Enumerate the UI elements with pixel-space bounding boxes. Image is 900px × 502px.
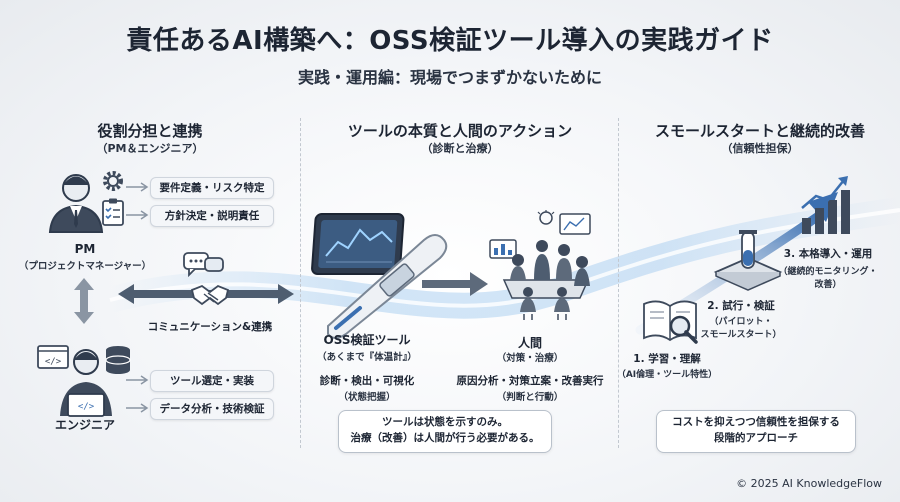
- essence-note-line1: ツールは状態を示すのみ。: [382, 416, 508, 428]
- step1-label: 1. 学習・理解: [633, 353, 701, 365]
- chat-bubbles-icon: [183, 252, 224, 278]
- gear-icon: [103, 171, 123, 191]
- oss-tool-sublabel: （あくまで『体温計』）: [317, 352, 417, 363]
- steps-note-line2: 段階的アプローチ: [714, 432, 798, 444]
- essence-title: ツールの本質と人間のアクション: [347, 122, 573, 140]
- step3-sub2: 改善）: [814, 280, 842, 290]
- human-description-sub: （判断と行動）: [496, 392, 564, 403]
- thermometer-icon: [327, 234, 448, 339]
- svg-text:</>: </>: [78, 402, 95, 412]
- process-arrow-icon: [422, 272, 488, 296]
- oss-tool-description: 診断・検出・可視化: [319, 375, 415, 387]
- step1-sub: （AI倫理・ツール特性）: [616, 370, 718, 380]
- handshake-icon: [190, 284, 230, 306]
- footer-copyright: © 2025 AI KnowledgeFlow: [736, 477, 882, 490]
- divider-right: [618, 118, 619, 448]
- steps-subtitle: （信頼性担保）: [721, 142, 799, 155]
- oss-tool-description-sub: （状態把握）: [338, 392, 396, 403]
- checklist-icon: [102, 198, 124, 226]
- human-description: 原因分析・対策立案・改善実行: [456, 375, 604, 387]
- steps-note-line1: コストを抑えつつ信頼性を担保する: [672, 416, 840, 428]
- step2-sub1: （パイロット・: [709, 317, 773, 327]
- roles-subtitle: （PM＆エンジニア）: [96, 142, 204, 155]
- pm-sublabel: （プロジェクトマネージャー）: [18, 261, 152, 272]
- communication-label: コミュニケーション&連携: [147, 321, 273, 333]
- steps-note-box: コストを抑えつつ信頼性を担保する 段階的アプローチ: [656, 410, 856, 453]
- human-sublabel: （対策・治療）: [496, 353, 564, 364]
- book-magnifier-icon: [643, 300, 698, 344]
- svg-text:</>: </>: [45, 357, 62, 367]
- divider-left: [300, 118, 301, 448]
- pm-avatar-icon: [48, 174, 104, 233]
- step2-label: 2. 試行・検証: [707, 300, 775, 312]
- engineer-task-analysis: データ分析・技術検証: [150, 398, 274, 420]
- step2-sub2: スモールスタート）: [700, 330, 782, 340]
- team-meeting-icon: [489, 210, 591, 320]
- essence-subtitle: （診断と治療）: [421, 142, 499, 155]
- pm-task-requirements: 要件定義・リスク特定: [150, 177, 274, 199]
- engineer-pill-arrows: [126, 375, 149, 413]
- pm-label: PM: [74, 242, 96, 256]
- page-subtitle: 実践・運用編：現場でつまずかないために: [297, 68, 602, 87]
- step3-label: 3. 本格導入・運用: [783, 248, 873, 260]
- vertical-double-arrow-icon: [74, 278, 94, 324]
- pm-task-decision: 方針決定・説明責任: [150, 205, 274, 227]
- engineer-task-tools: ツール選定・実装: [150, 370, 274, 392]
- roles-title: 役割分担と連携: [97, 122, 203, 140]
- oss-tool-label: OSS検証ツール: [323, 333, 411, 347]
- monitor-chart-icon: [311, 213, 405, 275]
- engineer-label: エンジニア: [54, 418, 115, 432]
- bar-chart-growth-icon: [801, 176, 850, 234]
- test-tube-stand-icon: [713, 230, 783, 291]
- essence-note-line2: 治療（改善）は人間が行う必要がある。: [350, 432, 540, 444]
- step3-sub1: （継続的モニタリング・: [778, 267, 878, 277]
- engineer-avatar-icon: </> </>: [37, 345, 131, 417]
- page-title: 責任あるAI構築へ：OSS検証ツール導入の実践ガイド: [126, 26, 774, 56]
- pm-pill-arrows: [126, 182, 149, 220]
- essence-note-box: ツールは状態を示すのみ。 治療（改善）は人間が行う必要がある。: [338, 410, 552, 453]
- steps-title: スモールスタートと継続的改善: [654, 122, 865, 140]
- human-label: 人間: [517, 336, 542, 350]
